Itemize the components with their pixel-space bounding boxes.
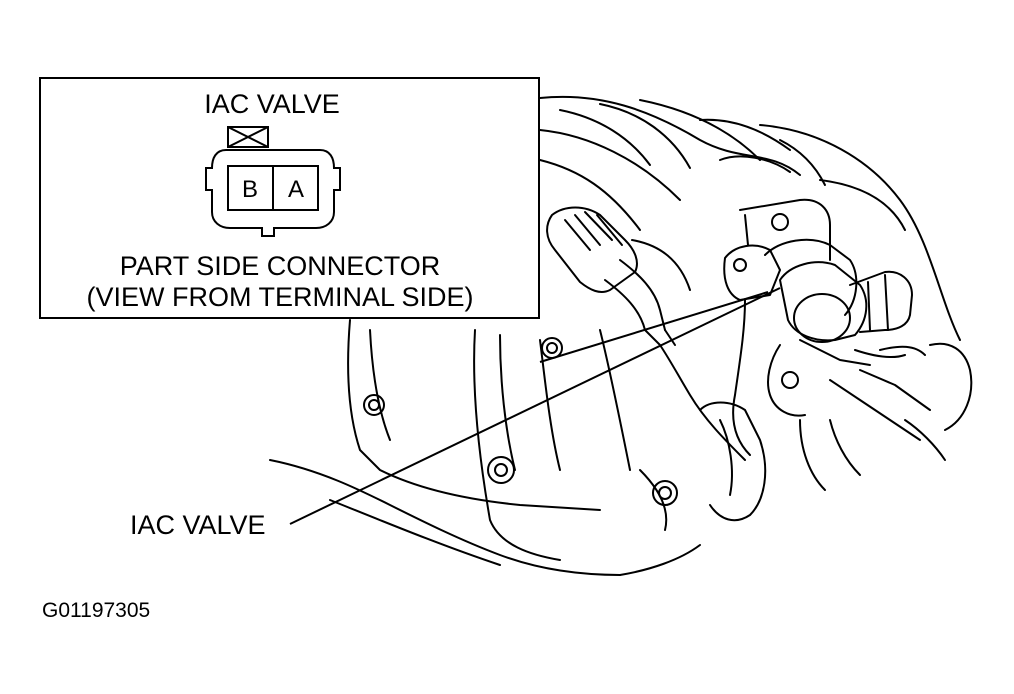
- manifold-body: [347, 319, 601, 511]
- callout-leader: [289, 287, 781, 525]
- connector-face: [205, 126, 341, 237]
- mounting-bolt: [652, 480, 678, 506]
- intake-runner-mid: [539, 129, 681, 201]
- sensor-harness: [546, 206, 746, 461]
- callout-label: IAC VALVE: [130, 510, 266, 540]
- inset-caption-line2: (VIEW FROM TERMINAL SIDE): [86, 282, 473, 312]
- connector-housing: [205, 149, 341, 237]
- housing-outline: [759, 124, 961, 341]
- mounting-bolt: [541, 337, 563, 359]
- figure-id: G01197305: [42, 599, 150, 622]
- terminal-a-label: A: [288, 176, 304, 203]
- connector-inset: IAC VALVE B A PART SIDE CONNECTOR (VIEW …: [39, 77, 540, 319]
- intake-runner-lower: [539, 159, 641, 231]
- engine-illustration: [269, 95, 973, 576]
- intake-runner-upper: [539, 95, 801, 176]
- connector-lock-tab: [227, 126, 269, 148]
- iac-valve-connector: [849, 270, 913, 333]
- terminal-b-label: B: [242, 176, 258, 203]
- iac-valve-assembly: [699, 198, 973, 522]
- inset-frame: [39, 77, 540, 319]
- inset-title: IAC VALVE: [204, 89, 340, 119]
- mounting-bolt: [363, 394, 385, 416]
- leader-line: [289, 287, 781, 525]
- iac-valve-cylinder: [779, 261, 868, 342]
- inset-leader-line: [539, 291, 769, 363]
- inset-caption-line1: PART SIDE CONNECTOR: [120, 251, 441, 281]
- mounting-bolt: [487, 456, 515, 484]
